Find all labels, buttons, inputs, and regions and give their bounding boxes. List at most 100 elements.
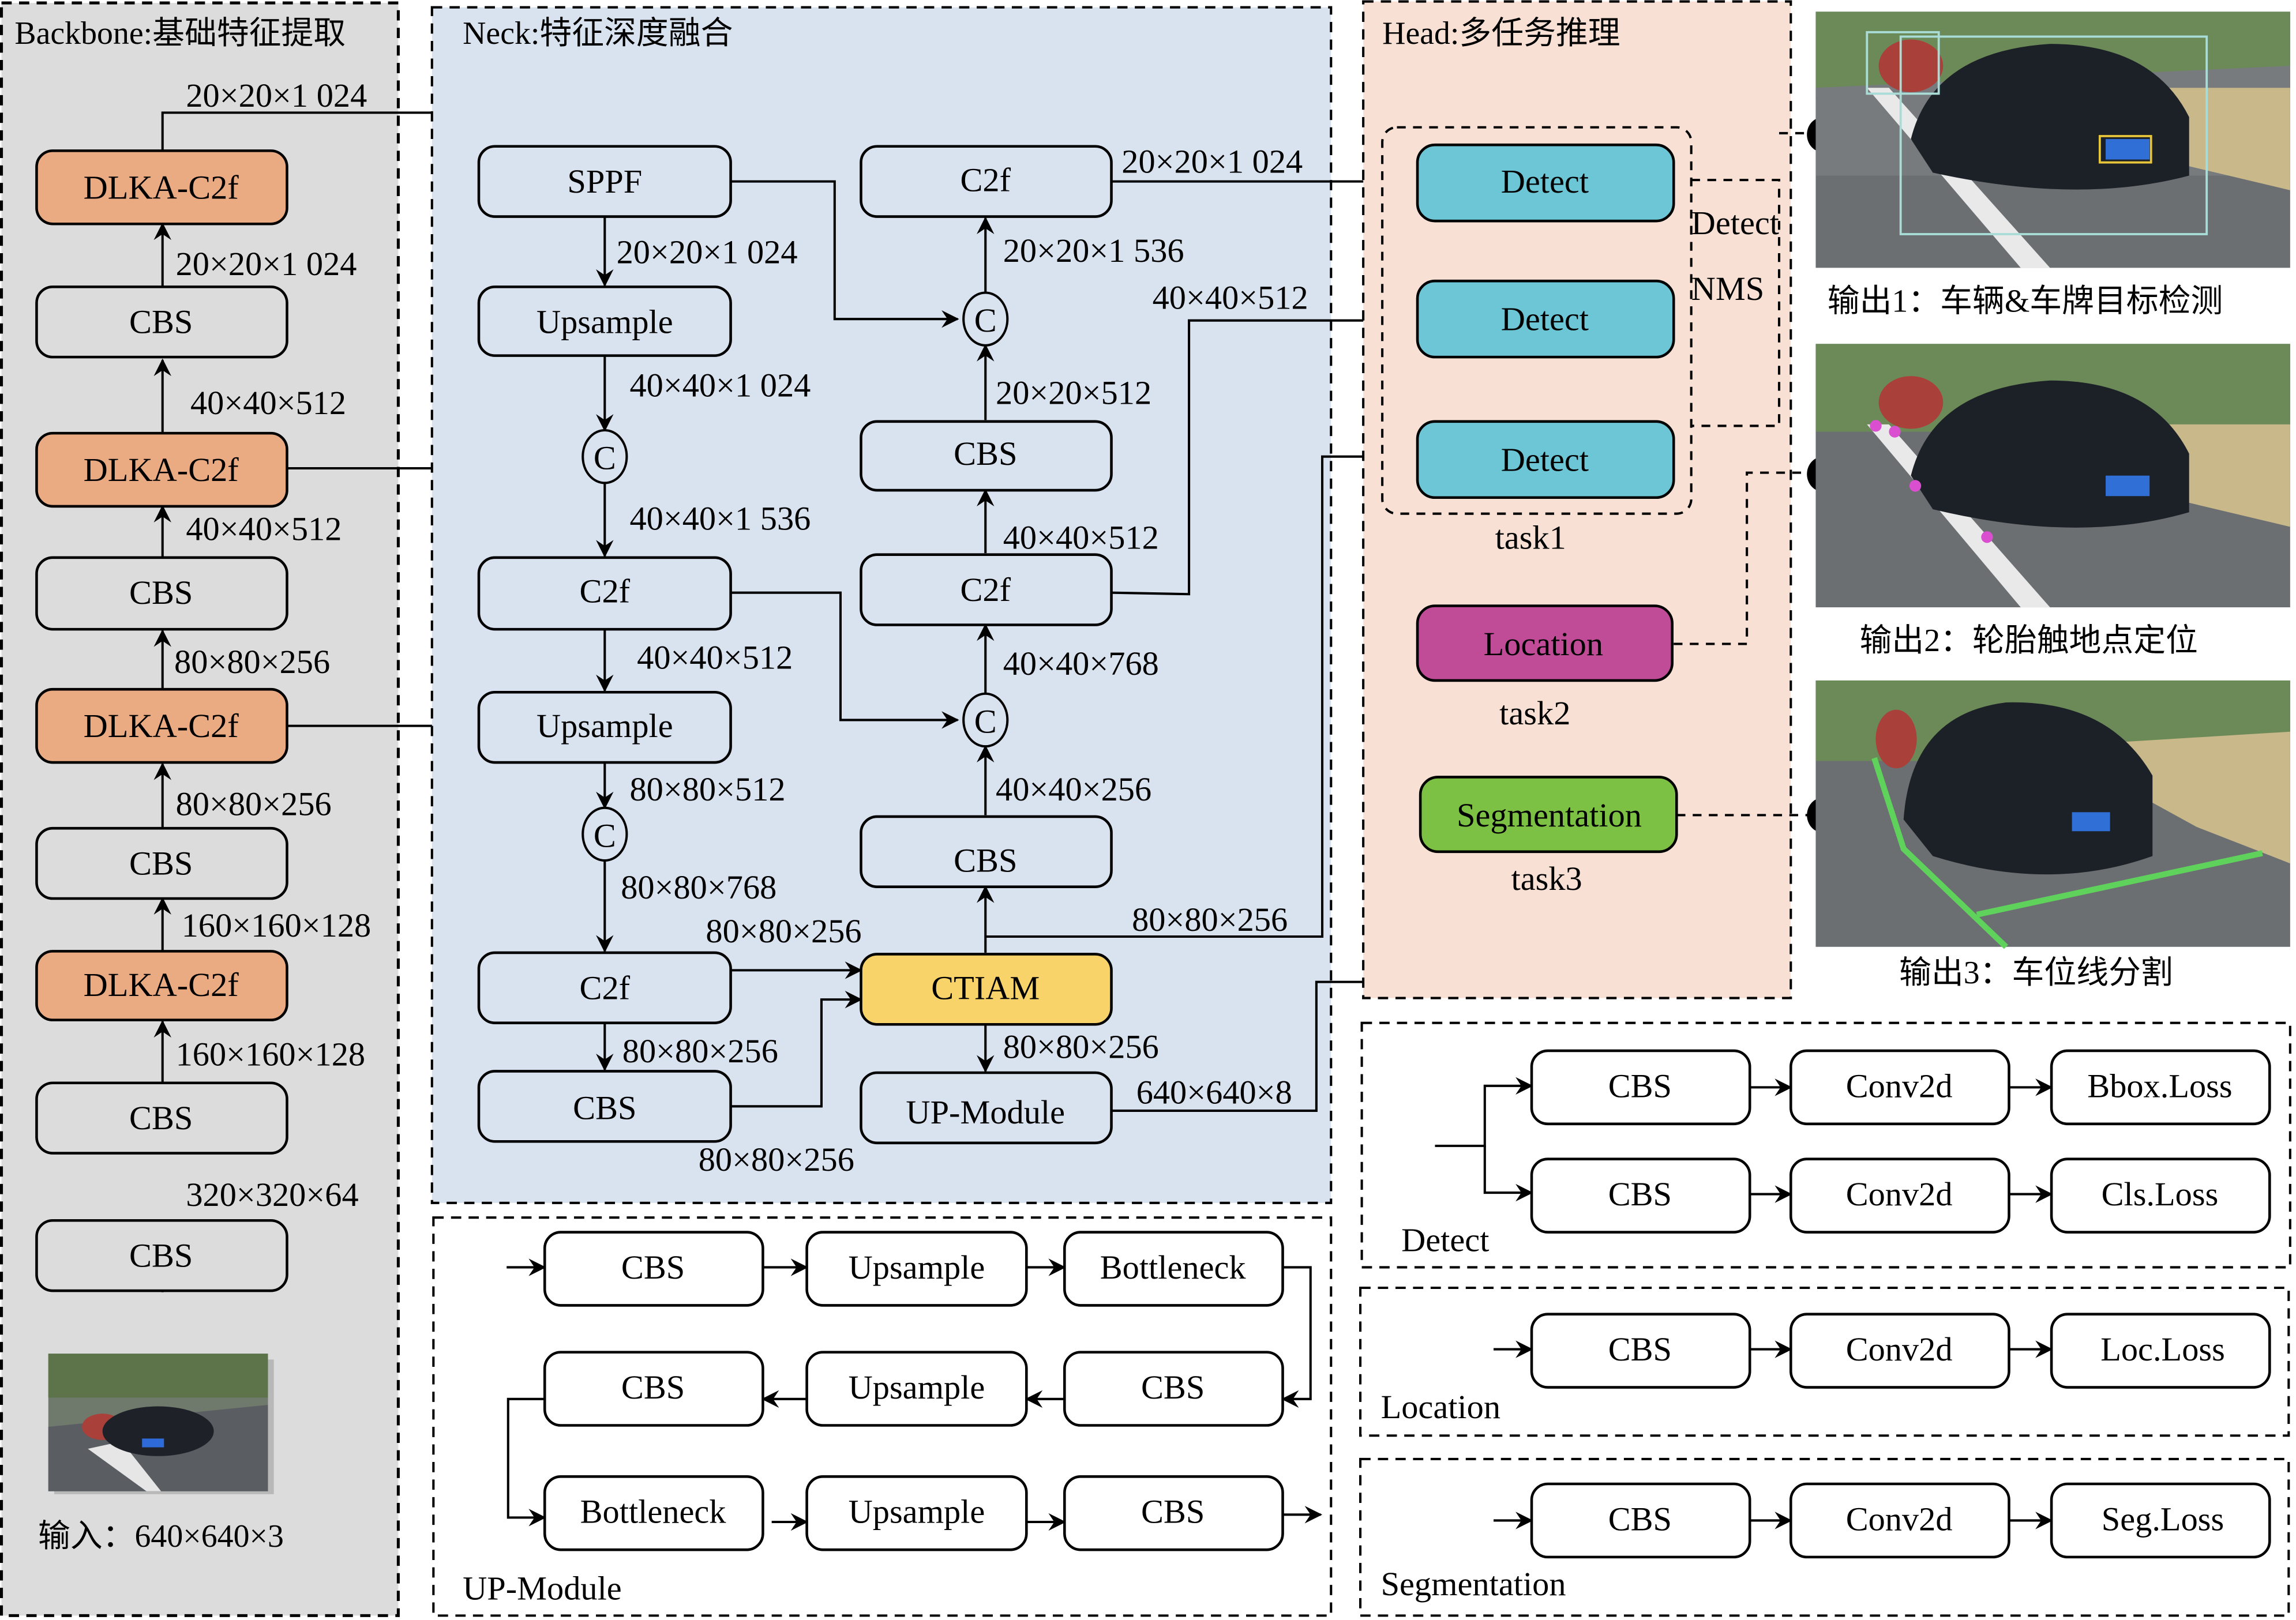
backbone-label: 80×80×256 [176, 785, 332, 822]
backbone-label: 160×160×128 [182, 907, 372, 944]
loss-block[interactable]: Conv2d [1789, 1482, 2010, 1559]
loss-block[interactable]: CBS [1530, 1157, 1751, 1234]
svg-text:Segmentation: Segmentation [1457, 796, 1642, 834]
loss-block[interactable]: Cls.Loss [2050, 1157, 2271, 1234]
output-image-3 [1815, 680, 2290, 949]
concat-node-4: C [962, 692, 1009, 748]
svg-text:CBS: CBS [1608, 1330, 1672, 1368]
svg-text:Upsample: Upsample [849, 1493, 985, 1531]
neck-block-cbs-right-1[interactable]: CBS [860, 420, 1113, 492]
neck-block-up-module[interactable]: UP-Module [860, 1071, 1113, 1145]
up-module-wires [507, 1258, 1323, 1531]
neck-label: 80×80×256 [622, 1032, 778, 1070]
input-caption: 输入：640×640×3 [38, 1518, 284, 1554]
neck-label: 80×80×256 [1003, 1028, 1159, 1066]
loss-block[interactable]: Conv2d [1789, 1313, 2010, 1389]
loss-block[interactable]: Bbox.Loss [2050, 1049, 2271, 1126]
location-block[interactable]: Location [1416, 604, 1674, 682]
svg-text:CBS: CBS [129, 1237, 193, 1275]
neck-panel: Neck:特征深度融合 SPPF [430, 6, 1422, 1204]
backbone-label: 40×40×512 [186, 510, 342, 547]
neck-block-ctiam[interactable]: CTIAM [860, 953, 1113, 1026]
neck-block-cbs-right-2[interactable]: CBS [860, 815, 1113, 889]
neck-block-c2f-mid[interactable]: C2f [860, 553, 1113, 626]
up-module-block[interactable]: Upsample [805, 1475, 1028, 1551]
up-module-block[interactable]: CBS [543, 1351, 764, 1427]
backbone-block-dlka-3[interactable]: DLKA-C2f [35, 687, 288, 764]
detect-block-1[interactable]: Detect [1416, 143, 1675, 223]
detect-block-3[interactable]: Detect [1416, 420, 1675, 499]
svg-text:Conv2d: Conv2d [1846, 1067, 1953, 1104]
head-panel: Head:多任务推理 Detect NMS Detect Detect Dete… [1362, 0, 1840, 999]
output-caption-1: 输出1：车辆&车牌目标检测 [1828, 283, 2223, 319]
neck-label: 20×20×1 024 [617, 234, 798, 271]
loss-block[interactable]: Conv2d [1789, 1049, 2010, 1126]
loss-block[interactable]: Seg.Loss [2050, 1482, 2271, 1559]
neck-label: 80×80×256 [706, 912, 861, 950]
svg-text:Loc.Loss: Loc.Loss [2100, 1330, 2225, 1368]
neck-block-c2f-2[interactable]: C2f [477, 951, 732, 1024]
output2-connector [1674, 471, 1821, 645]
svg-text:Detect: Detect [1501, 163, 1589, 200]
backbone-block-cbs-5[interactable]: CBS [35, 1219, 288, 1292]
backbone-label: 40×40×512 [190, 384, 346, 422]
up-module-block[interactable]: CBS [1063, 1351, 1284, 1427]
svg-text:Bbox.Loss: Bbox.Loss [2087, 1067, 2232, 1104]
svg-text:C: C [594, 439, 616, 477]
up-module-block[interactable]: Upsample [805, 1351, 1028, 1427]
neck-block-upsample-2[interactable]: Upsample [477, 690, 732, 764]
backbone-block-cbs-3[interactable]: CBS [35, 826, 288, 900]
detect-nms-outline [1691, 179, 1781, 427]
neck-block-c2f-1[interactable]: C2f [477, 556, 732, 631]
neck-label: 80×80×256 [699, 1141, 854, 1178]
svg-text:Seg.Loss: Seg.Loss [2102, 1500, 2224, 1538]
backbone-block-dlka-4[interactable]: DLKA-C2f [35, 950, 288, 1021]
loss-block[interactable]: CBS [1530, 1482, 1751, 1559]
svg-text:Conv2d: Conv2d [1846, 1500, 1953, 1538]
segmentation-block[interactable]: Segmentation [1419, 776, 1678, 854]
loss-block[interactable]: CBS [1530, 1313, 1751, 1389]
up-module-block[interactable]: Bottleneck [1063, 1231, 1284, 1307]
concat-node-1: C [581, 429, 628, 484]
task1-label: task1 [1495, 519, 1566, 557]
up-module-panel: UP-Module CBS Upsample Bottleneck CBS Up… [432, 1216, 1333, 1617]
up-module-block[interactable]: Upsample [805, 1231, 1028, 1307]
up-module-block[interactable]: CBS [543, 1231, 764, 1307]
backbone-block-dlka-1[interactable]: DLKA-C2f [35, 149, 288, 225]
detect-block-2[interactable]: Detect [1416, 279, 1675, 359]
loss-block[interactable]: Loc.Loss [2050, 1313, 2271, 1389]
backbone-title: Backbone:基础特征提取 [14, 16, 346, 51]
backbone-panel: Backbone:基础特征提取 DLKA-C2f CBS DLKA-C2f CB… [0, 1, 614, 1617]
svg-text:CBS: CBS [1141, 1493, 1205, 1531]
concat-node-3: C [962, 291, 1009, 347]
neck-block-sppf[interactable]: SPPF [477, 145, 732, 218]
backbone-block-cbs-1[interactable]: CBS [35, 285, 288, 359]
svg-text:Conv2d: Conv2d [1846, 1330, 1953, 1368]
concat-node-2: C [581, 806, 628, 862]
svg-text:Bottleneck: Bottleneck [580, 1493, 727, 1531]
backbone-label: 320×320×64 [186, 1176, 358, 1213]
backbone-block-cbs-2[interactable]: CBS [35, 556, 288, 631]
svg-text:CBS: CBS [129, 574, 193, 611]
neck-label: 40×40×512 [1153, 279, 1308, 316]
neck-label: 40×40×768 [1003, 645, 1159, 682]
backbone-block-cbs-4[interactable]: CBS [35, 1081, 288, 1155]
svg-text:Location: Location [1484, 625, 1603, 663]
loss-block[interactable]: CBS [1530, 1049, 1751, 1126]
loss-panel-location: Location CBS Conv2d Loc.Loss [1359, 1286, 2290, 1437]
up-module-block[interactable]: Bottleneck [543, 1475, 764, 1551]
neck-block-c2f-top[interactable]: C2f [860, 145, 1113, 218]
neck-block-upsample-1[interactable]: Upsample [477, 285, 732, 357]
svg-text:CTIAM: CTIAM [931, 969, 1040, 1006]
neck-label: 40×40×1 536 [629, 500, 811, 538]
svg-text:Cls.Loss: Cls.Loss [2102, 1175, 2219, 1213]
backbone-block-dlka-2[interactable]: DLKA-C2f [35, 431, 288, 508]
up-module-block[interactable]: CBS [1063, 1475, 1284, 1551]
loss-block[interactable]: Conv2d [1789, 1157, 2010, 1234]
output-caption-2: 输出2：轮胎触地点定位 [1860, 623, 2198, 659]
loss-panel-detect: Detect CBS Conv2d Bbox.Loss CBS Conv2d C… [1360, 1021, 2291, 1269]
task2-label: task2 [1499, 694, 1570, 732]
svg-text:C: C [594, 817, 616, 854]
output-caption-3: 输出3：车位线分割 [1899, 955, 2173, 991]
neck-block-cbs-left[interactable]: CBS [477, 1070, 732, 1143]
